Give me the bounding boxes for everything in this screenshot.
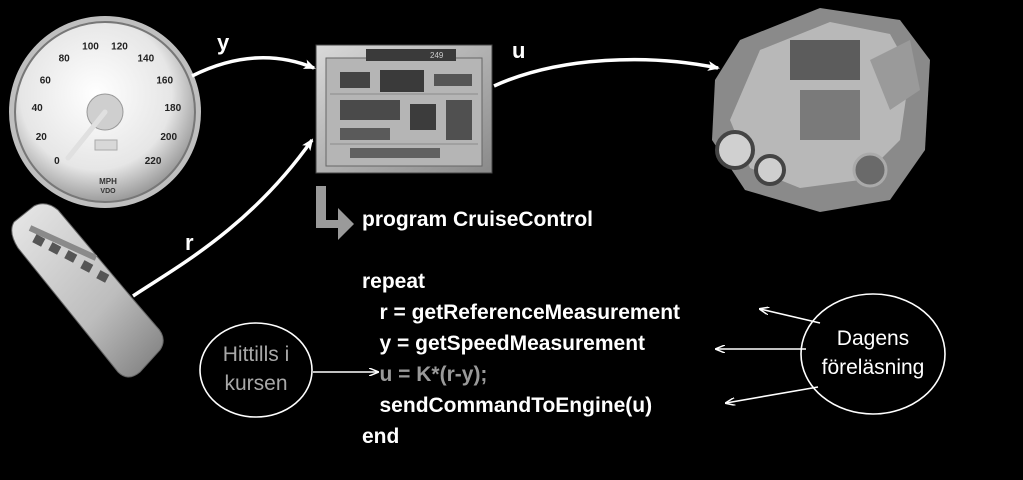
speedometer-brand: VDO bbox=[100, 188, 116, 195]
engine-image bbox=[712, 8, 930, 212]
label-u: u bbox=[512, 38, 526, 63]
speedometer-tick-label: 180 bbox=[164, 103, 181, 114]
ecu-board-image: 249 bbox=[315, 44, 493, 174]
code-line-reference: r = getReferenceMeasurement bbox=[362, 301, 681, 324]
speedometer-tick-label: 160 bbox=[156, 75, 173, 86]
code-line-speed: y = getSpeedMeasurement bbox=[362, 332, 646, 355]
code-line-end: end bbox=[362, 425, 400, 448]
arrow-y bbox=[191, 56, 316, 78]
bubble-left-outline bbox=[199, 322, 313, 418]
speedometer-tick-label: 200 bbox=[160, 132, 177, 143]
label-r: r bbox=[185, 230, 194, 255]
speedometer-tick-label: 20 bbox=[36, 132, 48, 143]
speedometer-tick-label: 100 bbox=[82, 42, 99, 53]
speedometer-tick-label: 220 bbox=[145, 156, 162, 167]
speedometer-tick-label: 80 bbox=[59, 54, 71, 65]
bubble-left-line-2: kursen bbox=[224, 372, 288, 395]
bubble-left-text: Hittills i kursen bbox=[200, 340, 312, 398]
label-y: y bbox=[217, 30, 230, 55]
bubble-right-text: Dagens föreläsning bbox=[801, 324, 945, 382]
speedometer-unit: MPH bbox=[99, 177, 117, 186]
speedometer-tick-label: 40 bbox=[32, 103, 44, 114]
pointer-right-to-send bbox=[726, 386, 819, 403]
bubble-right-line-1: Dagens bbox=[836, 327, 910, 350]
arrow-u bbox=[493, 57, 720, 88]
speedometer-tick-label: 0 bbox=[54, 156, 60, 167]
bubble-right-outline bbox=[800, 293, 946, 415]
cruise-control-stalk-image bbox=[11, 203, 164, 378]
program-code-block: repeat r = getReferenceMeasurement y = g… bbox=[362, 266, 680, 452]
code-line-send: sendCommandToEngine(u) bbox=[362, 394, 653, 417]
code-line-repeat: repeat bbox=[362, 270, 426, 293]
bubble-right-line-2: föreläsning bbox=[821, 356, 925, 379]
bubble-left-line-1: Hittills i bbox=[222, 343, 290, 366]
bent-arrow-icon bbox=[316, 186, 354, 240]
pointer-right-to-r bbox=[760, 309, 821, 324]
code-line-control-law: u = K*(r-y); bbox=[362, 363, 488, 386]
arrow-r bbox=[132, 138, 314, 298]
ecu-marking: 249 bbox=[430, 51, 444, 60]
speedometer-tick-label: 60 bbox=[40, 75, 52, 86]
program-header: program CruiseControl bbox=[362, 208, 594, 231]
speedometer-tick-label: 140 bbox=[137, 54, 154, 65]
speedometer-tick-label: 120 bbox=[111, 42, 128, 53]
